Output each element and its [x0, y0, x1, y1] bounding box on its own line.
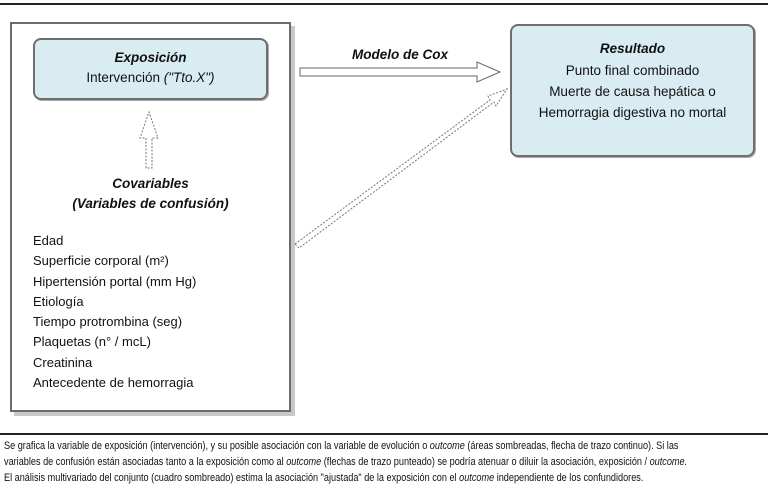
covariate-item: Plaquetas (n° / mcL) [33, 334, 151, 350]
covariate-item: Edad [33, 233, 64, 248]
exposure-text: Intervención ("Tto.X") [35, 70, 266, 85]
caption-italic: outcome [429, 440, 465, 452]
covariate-item: Tiempo protrombina (seg) [33, 314, 183, 330]
caption-line-2: variables de confusión están asociadas t… [4, 456, 687, 468]
exposure-box: Exposición Intervención ("Tto.X") [33, 38, 268, 100]
result-box: Resultado Punto final combinado Muerte d… [510, 24, 755, 157]
solid-arrow [299, 61, 502, 83]
caption-italic: outcome [286, 456, 322, 468]
covariates-subtitle: (Variables de confusión) [72, 196, 229, 211]
exposure-label: Intervención [86, 70, 164, 85]
cox-model-label: Modelo de Cox [352, 47, 449, 62]
covariate-item: Etiología [33, 293, 84, 309]
caption-text: (flechas de trazo punteado) se podría at… [321, 456, 650, 468]
exposure-title: Exposición [114, 50, 187, 65]
caption-italic: outcome. [649, 456, 688, 468]
dotted-arrow-up [139, 110, 159, 169]
result-line: Hemorragia digestiva no mortal [538, 105, 727, 120]
exposure-label-italic: ("Tto.X") [163, 70, 215, 85]
result-line: Muerte de causa hepática o [549, 84, 716, 99]
caption-text: (áreas sombreadas, flecha de trazo conti… [464, 440, 679, 452]
result-line: Punto final combinado [565, 63, 700, 78]
covariates-list: Edad Superficie corporal (m²) Hipertensi… [33, 231, 196, 393]
caption-rule [0, 433, 768, 435]
caption-text: El análisis multivariado del conjunto (c… [4, 472, 460, 484]
caption-text: Se grafica la variable de exposición (in… [4, 440, 430, 452]
caption-text: independiente de los confundidores. [494, 472, 644, 484]
covariate-item: Hipertensión portal (mm Hg) [33, 273, 197, 289]
covariate-item: Creatinina [33, 354, 93, 370]
covariate-item: Superficie corporal (m²) [33, 253, 169, 269]
dotted-arrow-diagonal [294, 88, 509, 249]
caption-line-3: El análisis multivariado del conjunto (c… [4, 472, 643, 484]
covariates-title: Covariables [112, 176, 189, 191]
caption-italic: outcome [459, 472, 495, 484]
caption-line-1: Se grafica la variable de exposición (in… [4, 440, 678, 452]
result-title: Resultado [599, 41, 666, 56]
caption-text: variables de confusión están asociadas t… [4, 456, 287, 468]
covariate-item: Antecedente de hemorragia [33, 375, 194, 391]
top-rule [0, 3, 768, 5]
